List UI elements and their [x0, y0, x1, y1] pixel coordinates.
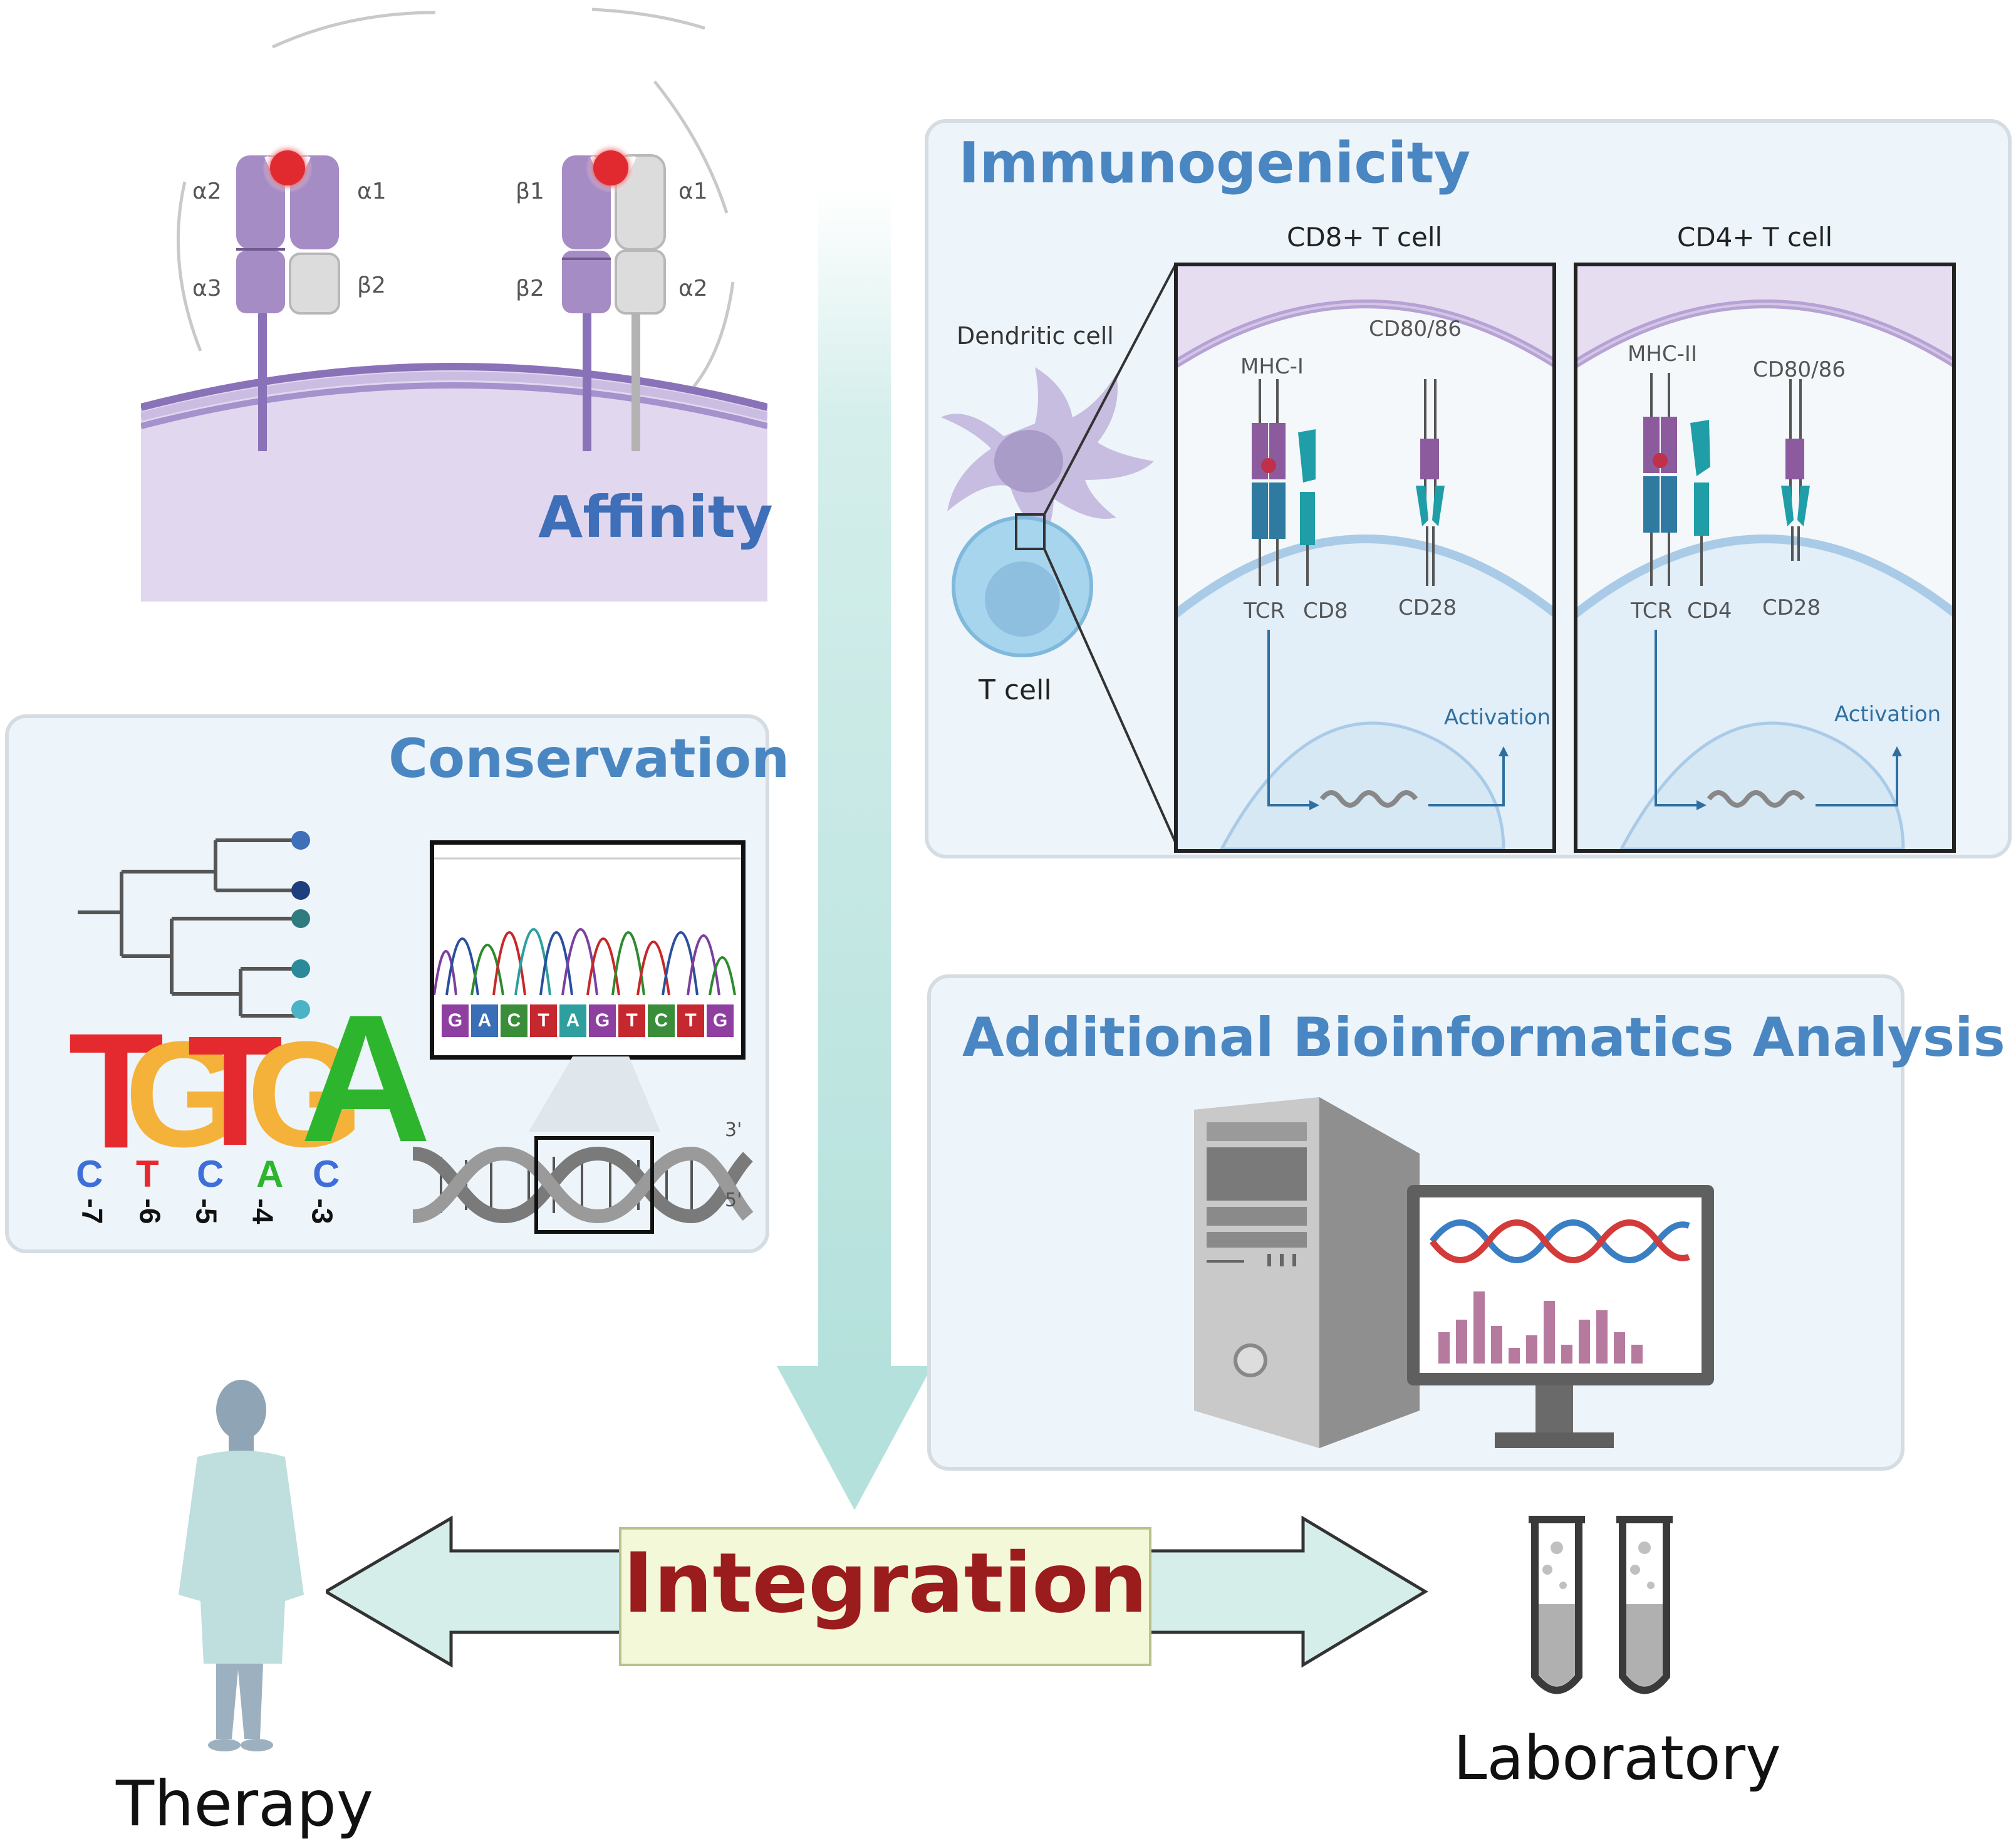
logo-letter-2: G [125, 1010, 242, 1178]
mhc2-a1-label: α1 [678, 179, 708, 204]
logo-minor-4: A [256, 1153, 284, 1195]
base-8: C [648, 1004, 675, 1037]
cd8-title: CD8+ T cell [1287, 222, 1443, 253]
immunogenicity-title: Immunogenicity [959, 130, 1471, 196]
conservation-panel: Conservation T G T G A C T [5, 714, 789, 1253]
logo-letter-5: A [300, 977, 432, 1180]
logo-minor-2: T [136, 1153, 159, 1195]
sequence-bar: G A C T A G T C T G [442, 1004, 734, 1037]
cd8-mhc-label: MHC-I [1240, 354, 1304, 379]
phylogenetic-tree [78, 831, 310, 1019]
dendritic-cell-label: Dendritic cell [957, 322, 1114, 350]
cd4-costim-label: CD80/86 [1753, 357, 1846, 382]
conservation-title: Conservation [388, 728, 790, 790]
position-label-5: -3 [306, 1198, 339, 1224]
cd4-mhc-label: MHC-II [1628, 342, 1697, 367]
dna-end-bottom-label: 5' [725, 1189, 742, 1211]
bioinformatics-panel: Additional Bioinformatics Analysis [927, 974, 2005, 1471]
base-3: C [501, 1004, 527, 1037]
base-7: T [618, 1004, 645, 1037]
base-5: A [559, 1004, 586, 1037]
sequence-logo: T G T G A C T C A C -7 -6 -5 -4 -3 [68, 988, 431, 1226]
logo-minor-1: C [76, 1153, 103, 1195]
cd4-synapse-illustration [1577, 266, 1952, 849]
base-4: T [530, 1004, 557, 1037]
cd4-cd28-label: CD28 [1762, 595, 1821, 620]
cd4-activation-label: Activation [1834, 702, 1941, 727]
integration-box [619, 1527, 1151, 1666]
affinity-title: Affinity [538, 484, 773, 551]
mhc1-b2-label: β2 [357, 273, 386, 298]
mhc-class-ii-molecule [562, 143, 666, 451]
mhc1-a3-label: α3 [192, 276, 222, 301]
cd8-activation-label: Activation [1444, 705, 1551, 730]
cd4-coreceptor-label: CD4 [1687, 598, 1732, 623]
dendritic-t-cell-illustration [941, 263, 1177, 844]
chromatogram: G A C T A G T C T G [430, 840, 746, 1060]
logo-letter-1: T [68, 999, 164, 1182]
base-6: G [589, 1004, 616, 1037]
immunogenicity-panel: Immunogenicity Dendritic cell T cell CD8… [925, 119, 2012, 858]
logo-letter-4: G [247, 1010, 364, 1178]
position-label-4: -4 [246, 1198, 279, 1224]
computer-illustration [1194, 1097, 1714, 1448]
mhc2-b2-label: β2 [516, 276, 544, 301]
base-9: T [677, 1004, 704, 1037]
cd4-title: CD4+ T cell [1677, 222, 1833, 253]
base-2: A [471, 1004, 498, 1037]
dna-end-top-label: 3' [725, 1119, 742, 1141]
cd8-costim-label: CD80/86 [1369, 316, 1462, 342]
logo-minor-3: C [197, 1153, 224, 1195]
cd8-coreceptor-label: CD8 [1303, 598, 1348, 623]
test-tubes-icon [1529, 1516, 1673, 1694]
laboratory-label: Laboratory [1453, 1723, 1781, 1793]
chromatogram-peaks [433, 857, 741, 996]
bioinformatics-title: Additional Bioinformatics Analysis [962, 1006, 2005, 1069]
integration-label: Integration [623, 1535, 1148, 1632]
logo-minor-5: C [313, 1153, 340, 1195]
logo-letter-3: T [187, 1003, 283, 1178]
mhc1-a1-label: α1 [357, 179, 387, 204]
mhc1-a2-label: α2 [192, 179, 222, 204]
base-10: G [707, 1004, 734, 1037]
t-cell-label: T cell [979, 674, 1052, 706]
affinity-illustration [140, 8, 769, 602]
affinity-panel: α2 α1 α3 β2 β1 α1 β2 α2 Affinity [140, 0, 773, 602]
position-label-2: -6 [133, 1198, 167, 1224]
down-arrow [777, 188, 932, 1510]
position-label-3: -5 [190, 1198, 223, 1224]
cd4-tcr-label: TCR [1631, 598, 1673, 623]
cd8-cd28-label: CD28 [1398, 595, 1457, 620]
cd8-tcr-label: TCR [1244, 598, 1286, 623]
base-1: G [442, 1004, 469, 1037]
cd8-box: MHC-I CD80/86 TCR CD8 CD28 Activation [1174, 263, 1556, 853]
cd4-box: MHC-II CD80/86 TCR CD4 CD28 Activation [1574, 263, 1956, 853]
position-label-1: -7 [76, 1198, 109, 1224]
therapy-label: Therapy [116, 1767, 374, 1840]
mhc-class-i-molecule [236, 143, 340, 451]
mhc2-a2-label: α2 [678, 276, 708, 301]
mhc2-b1-label: β1 [516, 179, 544, 204]
cd8-synapse-illustration [1178, 266, 1552, 849]
dna-helix [412, 1056, 754, 1234]
patient-icon [179, 1380, 304, 1751]
